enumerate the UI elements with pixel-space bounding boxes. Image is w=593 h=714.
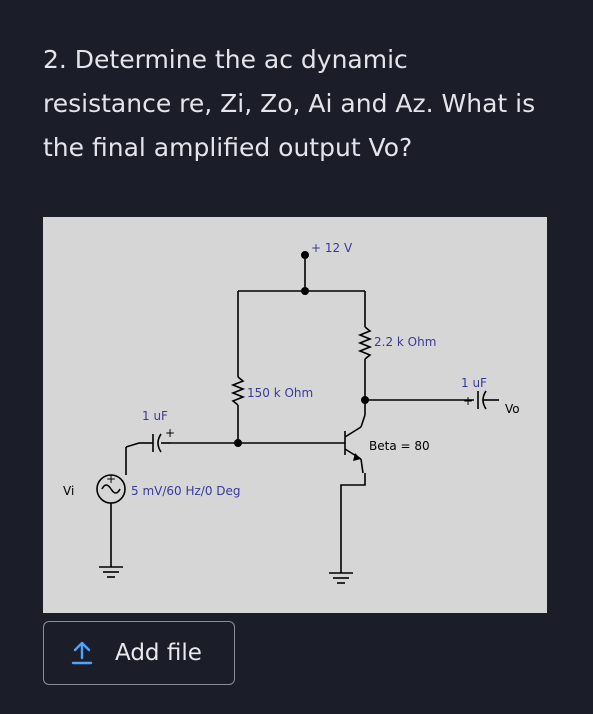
- node-base: [234, 439, 242, 447]
- cin-plate-2: [157, 433, 162, 453]
- question-line-1: 2. Determine the ac dynamic: [43, 45, 408, 74]
- vi-label: Vi: [63, 484, 74, 498]
- rc-label: 2.2 k Ohm: [374, 335, 436, 349]
- emitter-arrow: [353, 453, 361, 461]
- question-text: 2. Determine the ac dynamic resistance r…: [43, 38, 563, 170]
- cin-label: 1 uF: [142, 409, 168, 423]
- node-top: [301, 287, 309, 295]
- add-file-button[interactable]: Add file: [43, 621, 235, 685]
- node-collector: [361, 396, 369, 404]
- question-line-2: resistance re, Zi, Zo, Ai and Az. What i…: [43, 89, 536, 118]
- upload-icon: [71, 641, 93, 665]
- beta-label: Beta = 80: [369, 439, 430, 453]
- supply-label: + 12 V: [311, 241, 353, 255]
- rb-label: 150 k Ohm: [247, 386, 313, 400]
- wire-emitter-ground: [340, 473, 366, 573]
- source-plus-sign: +: [106, 472, 116, 486]
- wire-source-join: [125, 442, 140, 448]
- cout-label: 1 uF: [461, 376, 487, 390]
- circuit-svg: + 12 V 2.2 k Ohm 150 k Ohm 1 uF 1 uF Bet…: [63, 241, 520, 584]
- ac-source-wave: [101, 484, 121, 494]
- add-file-label: Add file: [115, 640, 202, 666]
- resistor-rb: [230, 376, 246, 406]
- question-line-3: the final amplified output Vo?: [43, 133, 413, 162]
- transistor-collector-wire: [360, 414, 366, 428]
- vo-label: Vo: [505, 402, 520, 416]
- transistor-collector-lead: [344, 426, 362, 438]
- cout-plus-sign: +: [463, 394, 473, 408]
- cin-plus-sign: +: [165, 426, 175, 440]
- wire-emitter: [360, 458, 364, 474]
- source-label: 5 mV/60 Hz/0 Deg: [131, 484, 241, 498]
- node-supply: [301, 251, 309, 259]
- circuit-diagram: + 12 V 2.2 k Ohm 150 k Ohm 1 uF 1 uF Bet…: [43, 217, 547, 613]
- resistor-rc: [357, 326, 373, 360]
